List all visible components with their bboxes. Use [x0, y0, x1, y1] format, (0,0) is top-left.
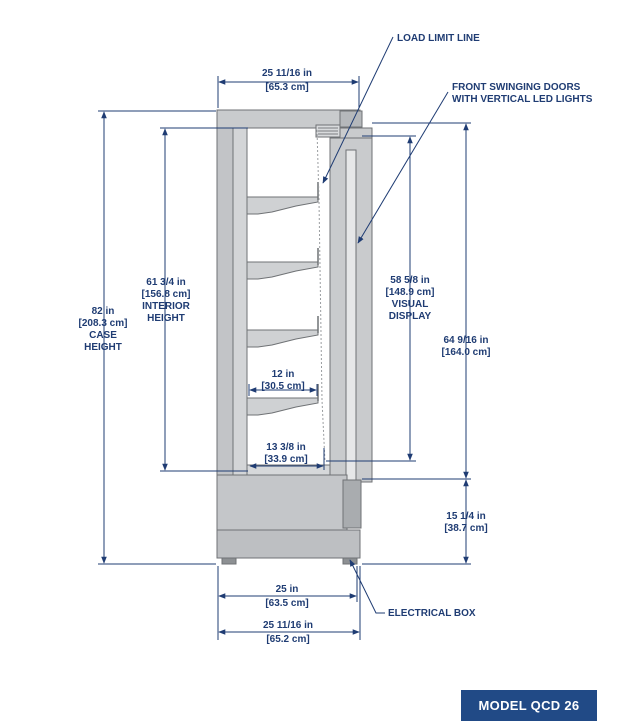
dim-interior-height-label2: HEIGHT	[147, 313, 185, 324]
dim-visual-display-label1: VISUAL	[392, 299, 429, 310]
dim-case-height-imperial: 82 in	[92, 306, 115, 317]
dim-overall-width-imperial: 25 11/16 in	[263, 620, 313, 631]
dim-base-width-metric: [63.5 cm]	[265, 598, 308, 609]
dim-shelf-depth-metric: [30.5 cm]	[261, 381, 304, 392]
callout-front-doors-line1: FRONT SWINGING DOORS	[452, 82, 581, 93]
callout-load-limit: LOAD LIMIT LINE	[397, 33, 480, 44]
dim-base-width-imperial: 25 in	[276, 584, 299, 595]
dim-case-height-label2: HEIGHT	[84, 342, 122, 353]
dim-visual-display-label2: DISPLAY	[389, 311, 432, 322]
shelf-3	[246, 329, 319, 348]
shelf-4	[246, 397, 319, 416]
model-badge: MODEL QCD 26	[461, 690, 597, 721]
dim-bottom-depth-imperial: 13 3/8 in	[266, 442, 305, 453]
shelves	[246, 196, 319, 416]
dim-bottom-depth-metric: [33.9 cm]	[264, 454, 307, 465]
dim-overall-width-metric: [65.2 cm]	[266, 634, 309, 645]
case-body	[216, 109, 373, 565]
dim-total-right-metric: [164.0 cm]	[442, 347, 491, 358]
callout-electrical-box: ELECTRICAL BOX	[388, 608, 476, 619]
dim-case-height-metric: [208.3 cm]	[79, 318, 128, 329]
dim-interior-height-imperial: 61 3/4 in	[146, 277, 185, 288]
dim-total-right-imperial: 64 9/16 in	[443, 335, 488, 346]
dim-top-width-metric: [65.3 cm]	[265, 82, 308, 93]
shelf-1	[246, 196, 319, 215]
dim-interior-height-metric: [156.8 cm]	[142, 289, 191, 300]
dim-visual-display-imperial: 58 5/8 in	[390, 275, 429, 286]
dim-shelf-depth-imperial: 12 in	[272, 369, 295, 380]
callout-front-doors-line2: WITH VERTICAL LED LIGHTS	[452, 94, 593, 105]
load-limit-line	[316, 129, 326, 463]
dim-case-height-label1: CASE	[89, 330, 117, 341]
dim-top-width-imperial: 25 11/16 in	[262, 68, 312, 79]
dim-base-height-imperial: 15 1/4 in	[446, 511, 485, 522]
dim-visual-display-metric: [148.9 cm]	[386, 287, 435, 298]
shelf-2	[246, 261, 319, 280]
dim-interior-height-label1: INTERIOR	[142, 301, 191, 312]
dim-base-height-metric: [38.7 cm]	[444, 523, 487, 534]
